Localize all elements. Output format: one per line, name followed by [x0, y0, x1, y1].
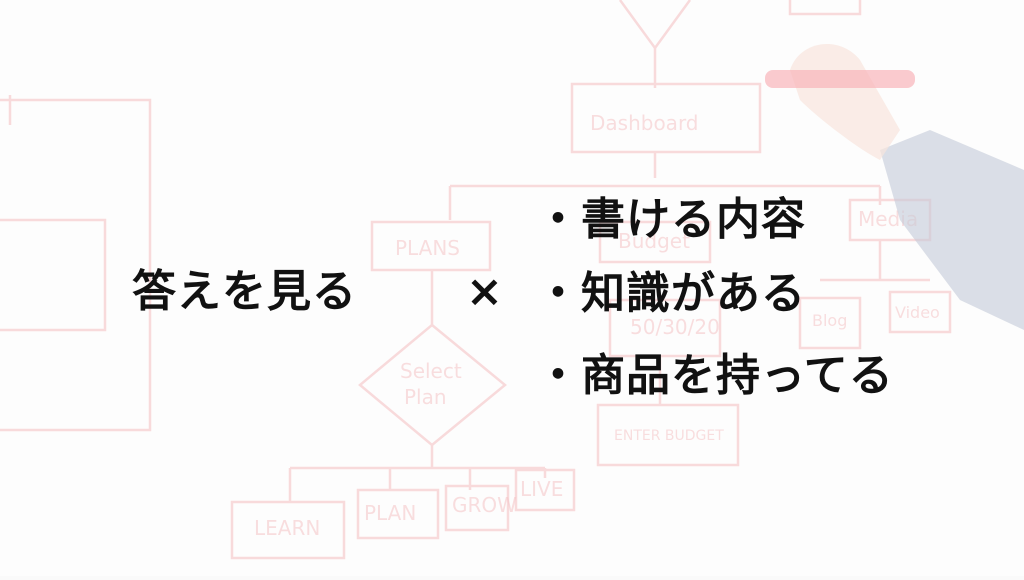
list-item: ・商品を持ってる: [536, 350, 894, 401]
list-item: ・書ける内容: [536, 194, 806, 245]
list-item: ・知識がある: [536, 268, 806, 319]
left-phrase: 答えを見る: [132, 266, 357, 317]
multiply-sign: ×: [466, 266, 504, 317]
